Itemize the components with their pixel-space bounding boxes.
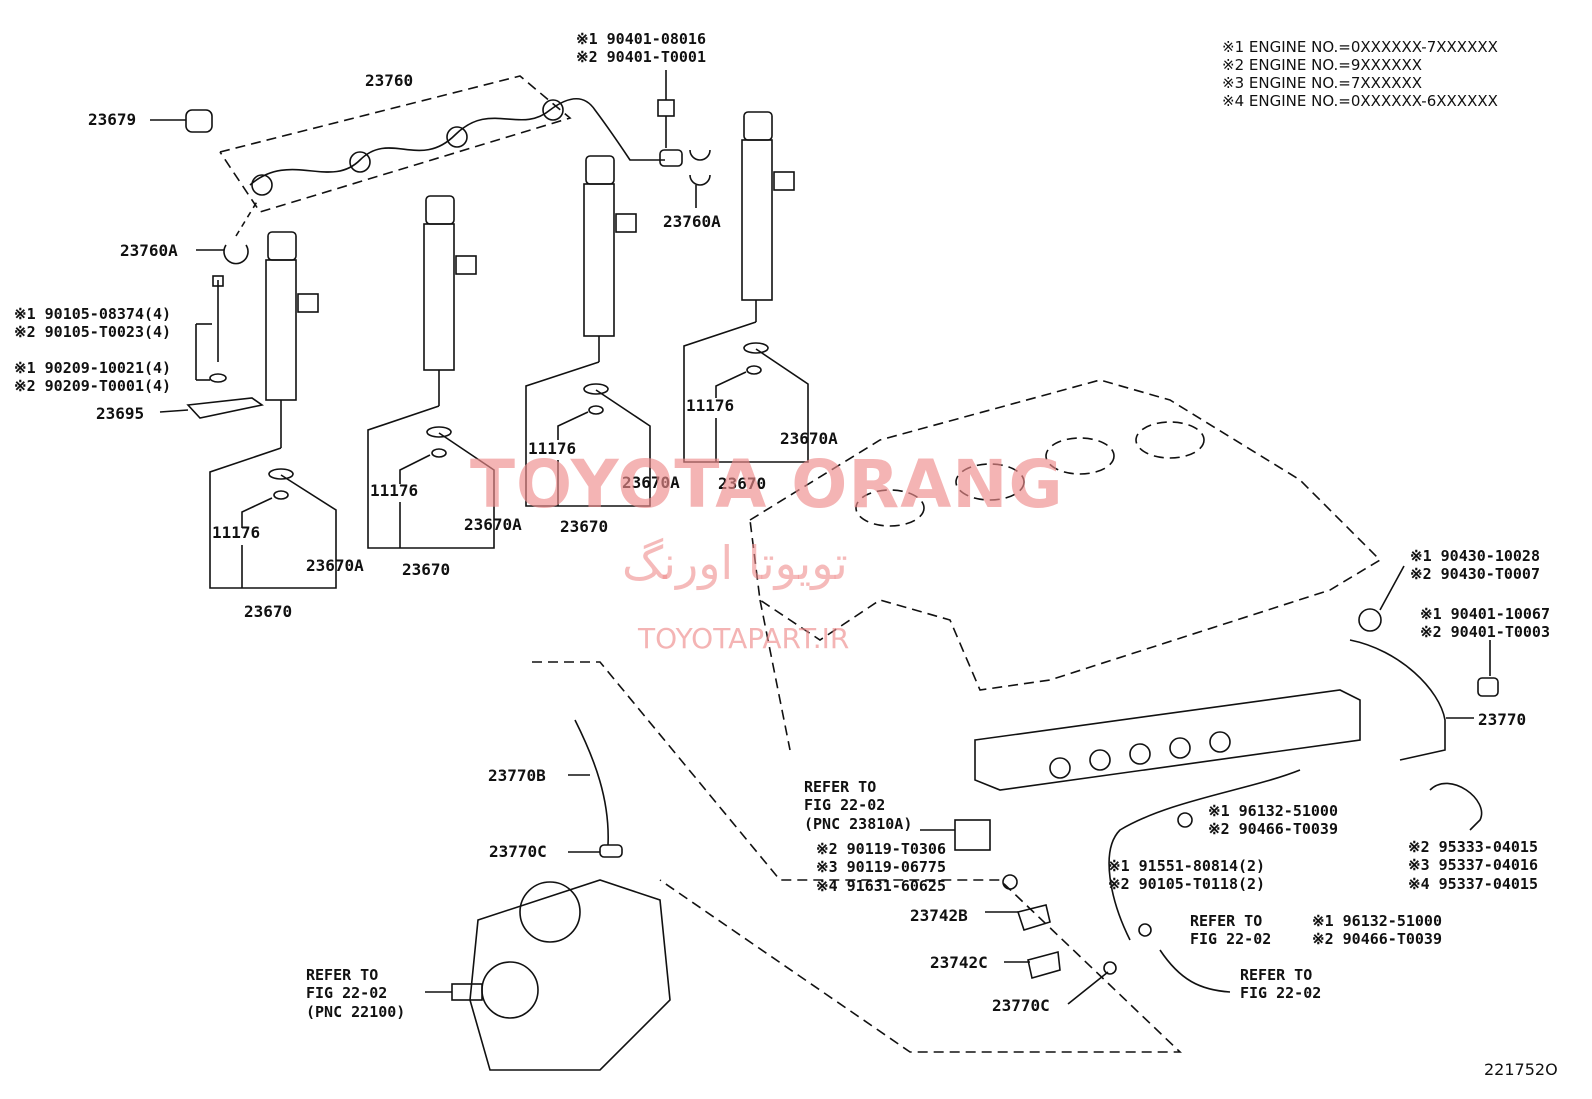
nut-2: ※2 90430-T0007 [1410, 565, 1540, 584]
inj4-11176: 11176 [686, 396, 735, 415]
leader-lines [209, 321, 809, 589]
legend-line-2: ※2 ENGINE NO.=9XXXXXX [1222, 56, 1423, 74]
refer-rail-1: REFER TO [804, 778, 877, 796]
injector-2 [423, 195, 477, 458]
clip-b-callout: ※1 96132-51000 ※2 90466-T0039 [1312, 912, 1442, 949]
screw-callout: ※2 90119-T0306 ※3 90119-06775 ※4 91631-6… [816, 840, 946, 895]
part-23770c-low: 23770C [992, 996, 1050, 1015]
engine-head [749, 379, 1382, 751]
hose-2: ※3 95337-04016 [1408, 856, 1538, 875]
bolt-b-callout: ※1 91551-80814(2) ※2 90105-T0118(2) [1108, 857, 1265, 894]
hose-1: ※2 95333-04015 [1408, 838, 1538, 856]
inj2-23670a: 23670A [464, 515, 522, 534]
refer-pump-callout: REFER TO FIG 22-02 (PNC 22100) [306, 966, 405, 1021]
injector-4 [741, 111, 795, 375]
washer-2: ※2 90209-T0001(4) [14, 377, 172, 396]
engine-number-legend: ※1 ENGINE NO.=0XXXXXX-7XXXXXX ※2 ENGINE … [1222, 38, 1498, 110]
refer-mid-callout: REFER TO FIG 22-02 [1190, 912, 1271, 949]
clamp-bolt [159, 275, 264, 419]
inj3-11176: 11176 [528, 439, 577, 458]
bolt-r-1: ※1 90401-10067 [1420, 605, 1550, 623]
watermark-latin: TOYOTA ORANG [470, 446, 1064, 523]
inj3-23670: 23670 [560, 517, 609, 536]
washer-callout: ※1 90209-10021(4) ※2 90209-T0001(4) [14, 359, 171, 396]
refer-pump-1: REFER TO [306, 966, 379, 984]
part-23770c-up: 23770C [489, 842, 547, 861]
bolt-b-2: ※2 90105-T0118(2) [1108, 875, 1266, 894]
bolt-top-1: ※1 90401-08016 [576, 30, 706, 48]
fuel-pump [425, 719, 671, 1071]
clip-a-callout: ※1 96132-51000 ※2 90466-T0039 [1208, 802, 1338, 839]
fuel-pipe-group [219, 75, 683, 213]
part-23770b: 23770B [488, 766, 546, 785]
inj4-23670: 23670 [718, 474, 767, 493]
nut-bolt-right [1358, 565, 1499, 719]
watermark-persian: تویوتا اورنگ [622, 536, 848, 590]
injector-3 [583, 155, 637, 415]
pump-dashed-box [532, 661, 1182, 1053]
bolt-inj-1: ※1 90105-08374(4) [14, 305, 172, 323]
refer-mid-2: FIG 22-02 [1190, 930, 1272, 949]
refer-rail-2: FIG 22-02 [804, 796, 886, 815]
bolt-top-2: ※2 90401-T0001 [576, 48, 706, 67]
refer-low-2: FIG 22-02 [1240, 984, 1322, 1003]
refer-pump-2: FIG 22-02 [306, 984, 388, 1003]
legend-line-4: ※4 ENGINE NO.=0XXXXXX-6XXXXXX [1222, 92, 1498, 110]
bolt-top-callout: ※1 90401-08016 ※2 90401-T0001 [576, 30, 706, 67]
part-23760: 23760 [365, 71, 414, 90]
injector-1 [265, 231, 319, 500]
gasket-23760a-left [196, 199, 259, 265]
legend-line-3: ※3 ENGINE NO.=7XXXXXX [1222, 74, 1423, 92]
clip-a-2: ※2 90466-T0039 [1208, 820, 1338, 839]
refer-low-callout: REFER TO FIG 22-02 [1240, 966, 1321, 1003]
union-bolt-23679 [150, 109, 213, 133]
diagram-code: 221752O [1484, 1060, 1558, 1079]
bolt-injector-callout: ※1 90105-08374(4) ※2 90105-T0023(4) [14, 305, 171, 342]
clip-a-1: ※1 96132-51000 [1208, 802, 1338, 820]
refer-rail-3: (PNC 23810A) [804, 814, 913, 833]
screw-1: ※2 90119-T0306 [816, 840, 946, 858]
refer-pump-3: (PNC 22100) [306, 1002, 406, 1021]
refer-low-1: REFER TO [1240, 966, 1313, 984]
part-23742b: 23742B [910, 906, 968, 925]
union-bolt-top [657, 70, 711, 208]
part-23760a-right: 23760A [663, 212, 721, 231]
clip-b-1: ※1 96132-51000 [1312, 912, 1442, 930]
screw-2: ※3 90119-06775 [816, 858, 946, 877]
nut-1: ※1 90430-10028 [1410, 547, 1540, 565]
inj4-23670a: 23670A [780, 429, 838, 448]
common-rail [920, 639, 1483, 993]
bolt-right-callout: ※1 90401-10067 ※2 90401-T0003 [1420, 605, 1550, 642]
part-23770: 23770 [1478, 710, 1527, 729]
bolt-b-1: ※1 91551-80814(2) [1108, 857, 1266, 875]
inj1-23670a: 23670A [306, 556, 364, 575]
part-23742c: 23742C [930, 953, 988, 972]
nut-callout: ※1 90430-10028 ※2 90430-T0007 [1410, 547, 1540, 584]
lower-brackets [985, 812, 1193, 1005]
refer-mid-1: REFER TO [1190, 912, 1263, 930]
bolt-r-2: ※2 90401-T0003 [1420, 623, 1550, 642]
screw-3: ※4 91631-60625 [816, 876, 946, 895]
part-23679: 23679 [88, 110, 137, 129]
bolt-inj-2: ※2 90105-T0023(4) [14, 323, 172, 342]
clip-b-2: ※2 90466-T0039 [1312, 930, 1442, 949]
washer-1: ※1 90209-10021(4) [14, 359, 172, 377]
inj1-11176: 11176 [212, 523, 261, 542]
part-23695: 23695 [96, 404, 145, 423]
hose-callout: ※2 95333-04015 ※3 95337-04016 ※4 95337-0… [1408, 838, 1538, 893]
inj1-23670: 23670 [244, 602, 293, 621]
inj2-23670: 23670 [402, 560, 451, 579]
hose-3: ※4 95337-04015 [1408, 874, 1538, 893]
part-23760a-left: 23760A [120, 241, 178, 260]
refer-rail-callout: REFER TO FIG 22-02 (PNC 23810A) [804, 778, 912, 833]
inj3-23670a: 23670A [622, 473, 680, 492]
watermark-site: TOYOTAPART.IR [638, 622, 850, 655]
legend-line-1: ※1 ENGINE NO.=0XXXXXX-7XXXXXX [1222, 38, 1498, 56]
inj2-11176: 11176 [370, 481, 419, 500]
